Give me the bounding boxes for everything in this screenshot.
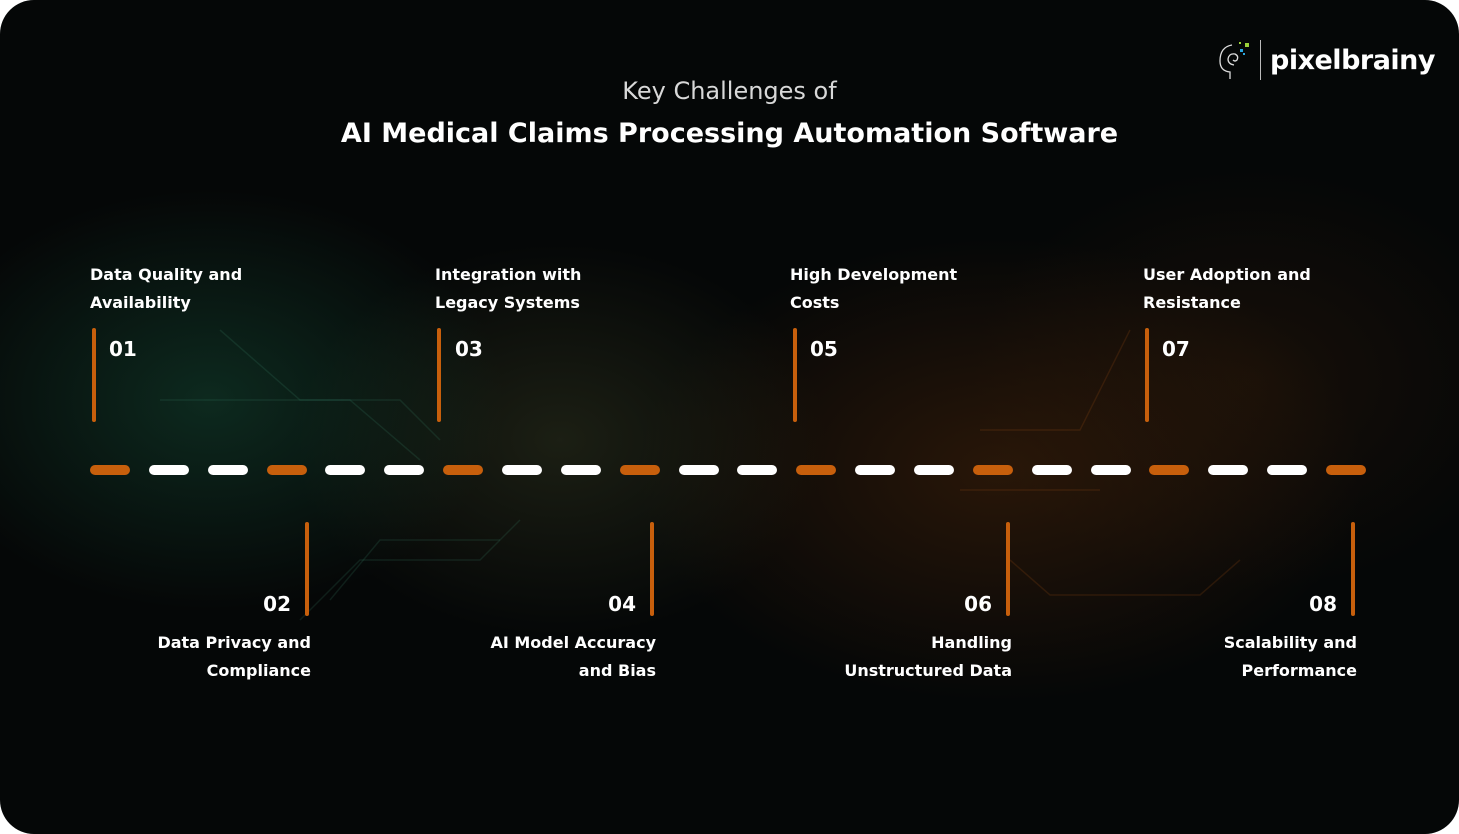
label-line: Scalability and (1223, 633, 1357, 652)
challenge-01-marker (92, 328, 96, 422)
timeline-dash (737, 465, 778, 475)
timeline-dash-accent (266, 465, 307, 475)
challenge-03-number: 03 (455, 337, 483, 361)
timeline-dash-accent (1326, 465, 1367, 475)
timeline-dash (1090, 465, 1131, 475)
timeline-dash (148, 465, 189, 475)
timeline-dash (914, 465, 955, 475)
logo-wordmark: pixelbrainy (1270, 44, 1436, 76)
timeline-dash (560, 465, 601, 475)
timeline-dash (678, 465, 719, 475)
timeline-dash-accent (619, 465, 660, 475)
timeline-dash (1031, 465, 1072, 475)
label-line: Legacy Systems (435, 293, 580, 312)
timeline-dash-accent (443, 465, 484, 475)
challenge-02-number: 02 (263, 592, 291, 616)
label-line: and Bias (578, 661, 656, 680)
challenge-01-number: 01 (109, 337, 137, 361)
challenge-07-marker (1145, 328, 1149, 422)
label-line: Data Privacy and (157, 633, 311, 652)
timeline-dash (207, 465, 248, 475)
brain-head-icon (1219, 42, 1249, 79)
label-line: Resistance (1143, 293, 1241, 312)
label-line: AI Model Accuracy (490, 633, 656, 652)
challenge-04-marker (650, 522, 654, 616)
challenge-06-number: 06 (964, 592, 992, 616)
challenge-07-number: 07 (1162, 337, 1190, 361)
subtitle: Key Challenges of (622, 77, 837, 105)
label-line: Data Quality and (90, 265, 243, 284)
challenge-08-marker (1351, 522, 1355, 616)
timeline-dash (325, 465, 366, 475)
challenge-04-number: 04 (608, 592, 636, 616)
timeline-dash (1208, 465, 1249, 475)
label-line: Integration with (435, 265, 582, 284)
timeline-dash (855, 465, 896, 475)
label-line: Unstructured Data (844, 661, 1012, 680)
label-line: Performance (1241, 661, 1357, 680)
pixelbrainy-logo: pixelbrainy (1216, 38, 1436, 82)
timeline-dash-accent (1149, 465, 1190, 475)
timeline-dash (502, 465, 543, 475)
page-title: AI Medical Claims Processing Automation … (340, 118, 1119, 149)
timeline-dash (1267, 465, 1308, 475)
logo-divider (1260, 40, 1261, 80)
label-line: Costs (790, 293, 840, 312)
label-line: User Adoption and (1143, 265, 1311, 284)
label-line: Availability (90, 293, 191, 312)
timeline-dash-accent (90, 465, 130, 475)
challenge-02-marker (305, 522, 309, 616)
challenge-05-marker (793, 328, 797, 422)
timeline-dash-accent (796, 465, 837, 475)
label-line: Compliance (206, 661, 311, 680)
label-line: High Development (790, 265, 958, 284)
challenge-04-label: AI Model Accuracy and Bias (490, 629, 656, 685)
challenge-08-number: 08 (1309, 592, 1337, 616)
challenge-06-marker (1006, 522, 1010, 616)
label-line: Handling (931, 633, 1012, 652)
challenge-05-number: 05 (810, 337, 838, 361)
timeline-dash (384, 465, 425, 475)
challenge-03-marker (437, 328, 441, 422)
timeline-dash-accent (972, 465, 1013, 475)
